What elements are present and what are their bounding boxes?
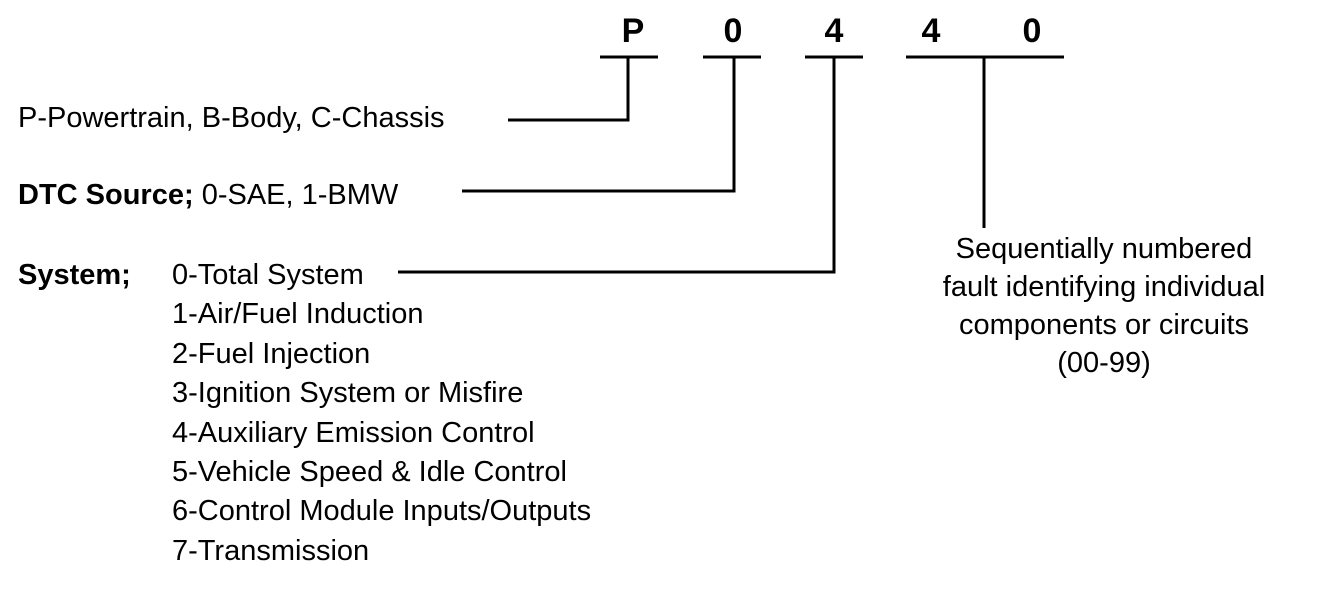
- system-item: 7-Transmission: [172, 535, 370, 567]
- type-label: P-Powertrain, B-Body, C-Chassis: [18, 102, 445, 134]
- system-item: 3-Ignition System or Misfire: [172, 377, 524, 409]
- fault-line: components or circuits: [958, 309, 1250, 341]
- fault-line: (00-99): [1057, 347, 1151, 379]
- connector-source: [462, 57, 736, 193]
- code-char-type: P: [621, 12, 645, 50]
- system-item: 2-Fuel Injection: [172, 338, 371, 370]
- code-char-fault-tens: 4: [921, 12, 941, 50]
- system-heading: System;: [18, 259, 131, 291]
- fault-line: Sequentially numbered: [955, 233, 1253, 265]
- source-label: DTC Source; 0-SAE, 1-BMW: [18, 181, 398, 210]
- system-item: 1-Air/Fuel Induction: [172, 298, 424, 330]
- fault-line: fault identifying individual: [942, 271, 1266, 303]
- connector-system: [398, 57, 836, 274]
- code-char-system: 4: [824, 12, 844, 50]
- connector-type: [508, 57, 630, 122]
- system-item: 5-Vehicle Speed & Idle Control: [172, 456, 567, 488]
- fault-description: Sequentially numbered fault identifying …: [904, 230, 1304, 382]
- system-item: 6-Control Module Inputs/Outputs: [172, 495, 592, 527]
- source-heading: DTC Source;: [18, 179, 194, 211]
- code-char-fault-ones: 0: [1022, 12, 1042, 50]
- system-item: 0-Total System: [172, 259, 364, 291]
- source-values: 0-SAE, 1-BMW: [201, 179, 399, 211]
- code-char-source: 0: [723, 12, 743, 50]
- system-item: 4-Auxiliary Emission Control: [172, 417, 535, 449]
